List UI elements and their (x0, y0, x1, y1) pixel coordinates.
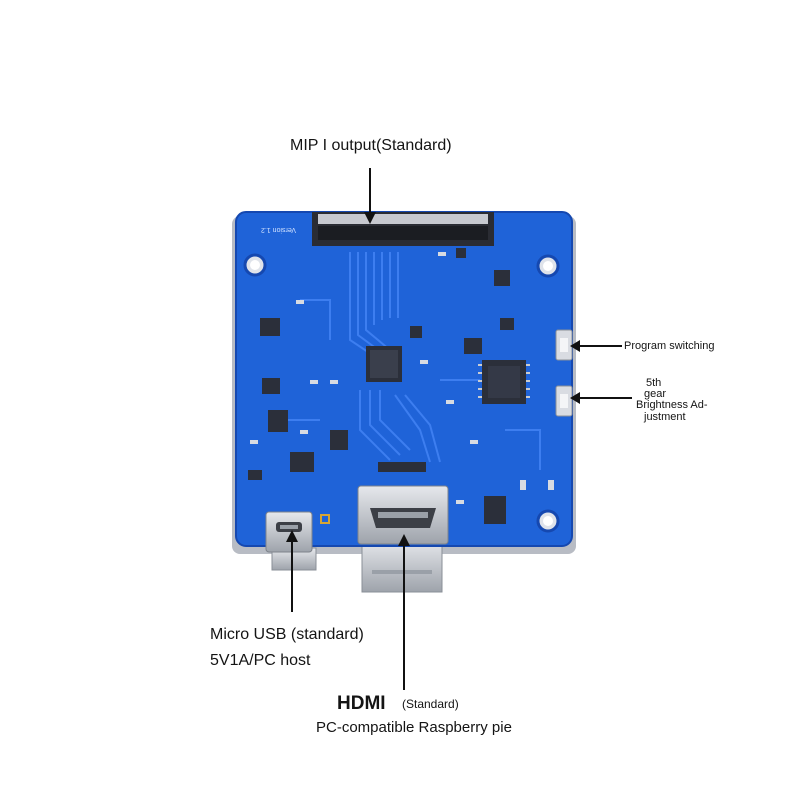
brightness-label-line2: gear (644, 388, 667, 400)
hdmi-title-label: HDMI (337, 693, 386, 714)
micro-usb-label: Micro USB (standard) (210, 626, 364, 643)
hdmi-description-label: PC-compatible Raspberry pie (316, 719, 512, 736)
brightness-label-line4: justment (644, 411, 686, 423)
program-switching-label: Program switching (624, 340, 715, 352)
brightness-label-line3: Brightness Ad- (636, 399, 708, 411)
mounting-holes (243, 253, 560, 533)
board-version-text: Version 1.2 (261, 226, 296, 233)
small-components (248, 248, 514, 524)
brightness-label-line1: 5th (646, 377, 662, 389)
mipi-output-label: MIP I output(Standard) (290, 137, 452, 154)
pcb-traces (280, 252, 541, 470)
hdmi-standard-label: (Standard) (402, 697, 459, 711)
hdmi-metal-tab (361, 539, 443, 593)
micro-usb-power-label: 5V1A/PC host (210, 652, 311, 669)
pcb (236, 212, 572, 546)
